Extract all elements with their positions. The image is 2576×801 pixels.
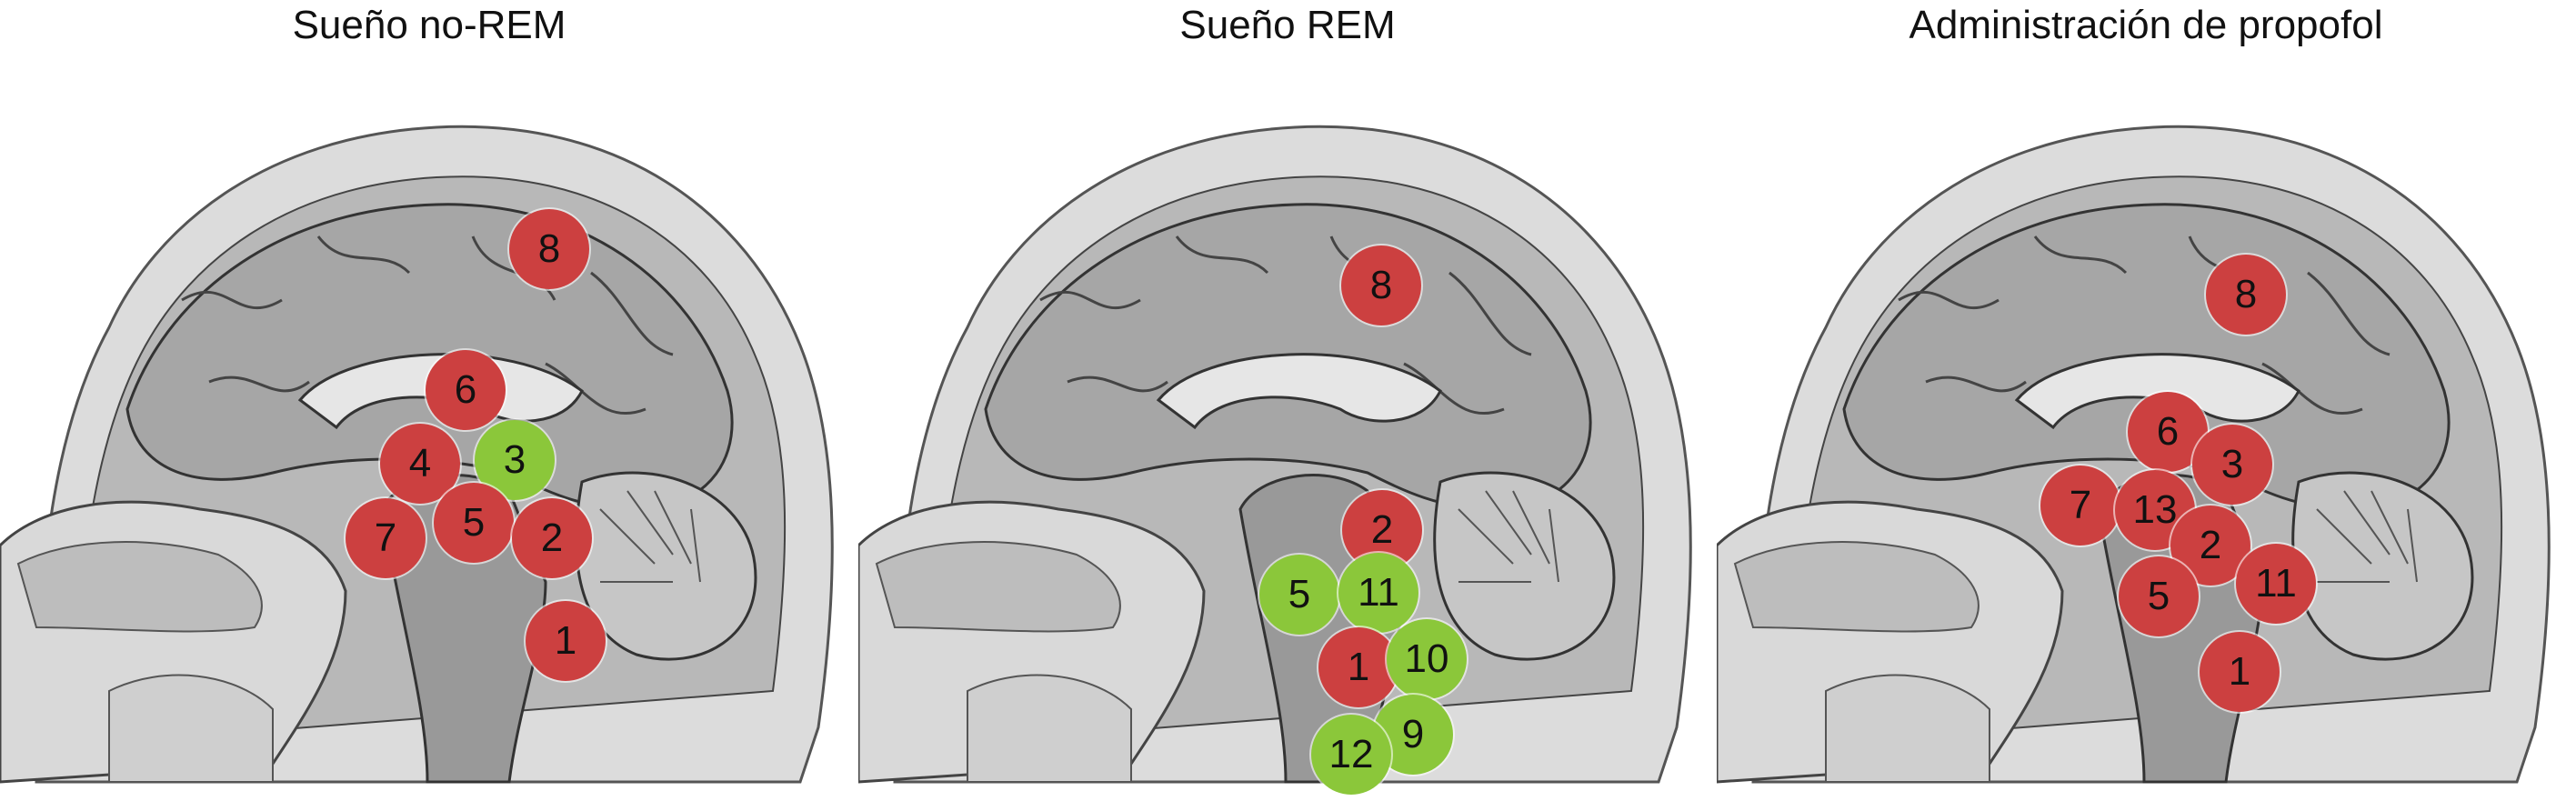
marker-label: 8 (1369, 263, 1393, 307)
marker-label: 11 (1358, 570, 1399, 615)
region-marker-1: 1 (1318, 627, 1398, 707)
marker-label: 7 (2069, 483, 2092, 527)
region-marker-10: 10 (1387, 619, 1467, 699)
region-marker-8: 8 (1341, 245, 1421, 325)
marker-label: 1 (1347, 645, 1370, 689)
region-marker-2: 2 (512, 498, 592, 578)
marker-label: 8 (537, 226, 561, 271)
brain-sagittal-illustration (858, 125, 1692, 784)
marker-label: 1 (2228, 649, 2251, 694)
panel-non-rem: Sueño no-REM 8 6 4 3 7 5 2 1 (0, 0, 858, 801)
marker-label: 6 (2156, 409, 2180, 454)
marker-label: 5 (1288, 572, 1311, 616)
panel-title: Sueño no-REM (292, 3, 566, 47)
marker-label: 8 (2234, 272, 2258, 316)
region-marker-1: 1 (2200, 632, 2280, 712)
marker-label: 6 (454, 367, 477, 412)
marker-label: 3 (503, 437, 526, 482)
marker-label: 4 (408, 441, 432, 486)
region-marker-1: 1 (526, 601, 606, 681)
marker-label: 2 (2199, 523, 2222, 567)
region-marker-5: 5 (434, 483, 514, 563)
region-marker-12: 12 (1311, 715, 1391, 795)
marker-label: 12 (1328, 732, 1374, 776)
marker-label: 3 (2220, 442, 2244, 486)
region-marker-3: 3 (2192, 425, 2272, 505)
marker-label: 5 (462, 500, 486, 545)
marker-label: 5 (2147, 574, 2170, 618)
region-marker-6: 6 (426, 350, 506, 430)
region-marker-8: 8 (2206, 255, 2286, 335)
marker-label: 2 (1370, 507, 1394, 552)
marker-label: 1 (554, 618, 577, 663)
marker-label: 9 (1401, 712, 1425, 756)
panel-rem: Sueño REM 8 2 5 11 1 10 9 12 (858, 0, 1717, 801)
region-marker-7: 7 (2040, 466, 2120, 546)
region-marker-11: 11 (1338, 553, 1418, 633)
marker-label: 10 (1404, 636, 1449, 681)
region-marker-11: 11 (2236, 544, 2316, 624)
region-marker-5: 5 (1259, 555, 1339, 635)
marker-label: 13 (2132, 487, 2178, 532)
region-marker-2: 2 (1342, 490, 1422, 570)
panel-propofol: Administración de propofol 8 6 3 7 13 2 … (1717, 0, 2575, 801)
marker-label: 11 (2255, 561, 2297, 606)
region-marker-7: 7 (346, 498, 426, 578)
region-marker-4: 4 (380, 424, 460, 504)
panel-title: Administración de propofol (1909, 3, 2383, 47)
region-marker-5: 5 (2119, 556, 2199, 636)
panel-title: Sueño REM (1179, 3, 1396, 47)
marker-label: 2 (540, 516, 564, 560)
region-marker-8: 8 (509, 209, 589, 289)
marker-label: 7 (374, 516, 397, 560)
